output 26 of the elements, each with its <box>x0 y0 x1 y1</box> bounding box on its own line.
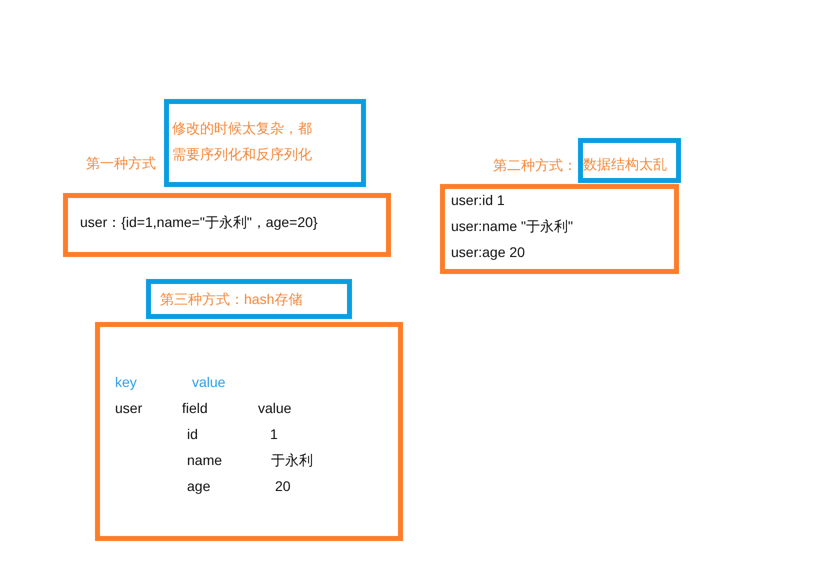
box-text: id <box>187 426 198 443</box>
box-text: 修改的时候太复杂，都需要序列化和反序列化 <box>172 119 313 164</box>
box-text: field <box>182 400 208 417</box>
text-box <box>440 184 679 274</box>
box-text: 第三种方式：hash存储 <box>160 291 302 308</box>
box-text: user <box>115 400 142 417</box>
method-label: 第二种方式： <box>493 157 577 175</box>
box-text: age <box>187 478 210 495</box>
box-text: name <box>187 452 222 469</box>
box-text: 于永利 <box>271 452 313 469</box>
text-box <box>578 138 681 183</box>
text-box <box>164 99 366 187</box>
box-text: value <box>258 400 292 417</box>
text-box <box>146 279 352 319</box>
text-box <box>95 322 403 541</box>
box-text: user:name "于永利" <box>451 218 573 235</box>
method-label: 第一种方式 <box>86 155 156 173</box>
box-text: value <box>192 374 226 391</box>
box-text: user：{id=1,name="于永利"，age=20} <box>80 214 318 231</box>
box-text: 1 <box>270 426 278 443</box>
text-box <box>63 193 391 257</box>
box-text: 数据结构太乱 <box>583 156 667 173</box>
box-text: user:id 1 <box>451 192 505 209</box>
box-text: key <box>115 374 137 391</box>
box-text: user:age 20 <box>451 244 525 261</box>
box-text: 20 <box>275 478 291 495</box>
